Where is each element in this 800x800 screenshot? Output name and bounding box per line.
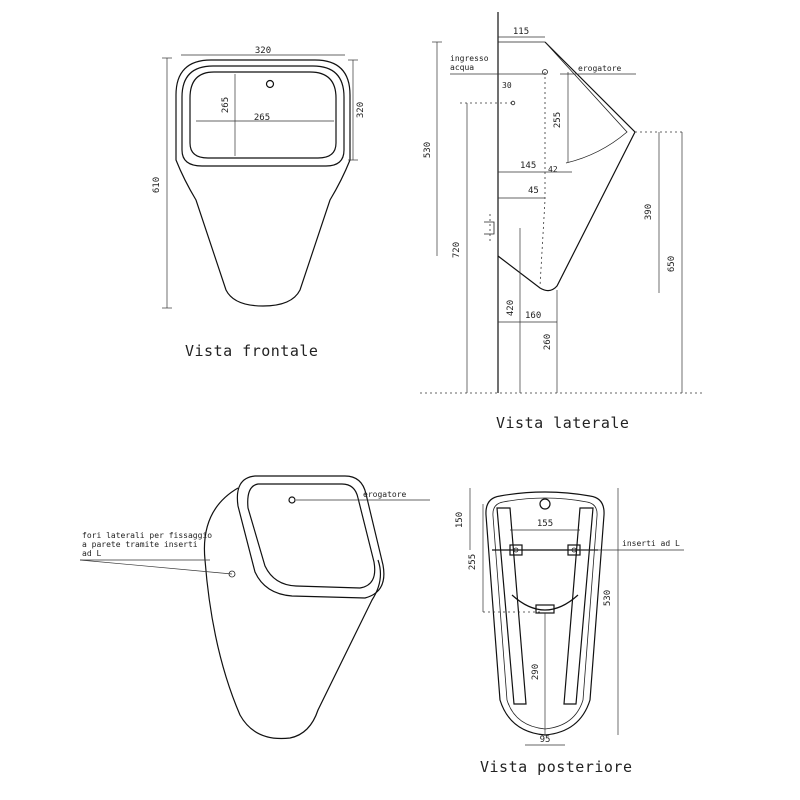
side-dim-650: 650: [667, 256, 677, 272]
persp-inlet-hole: [288, 496, 296, 504]
persp-holes-leader: [79, 559, 233, 575]
rear-inlet-hole: [539, 498, 551, 510]
front-dim-bowl-width: 265: [254, 113, 270, 123]
side-dim-depth-top: 115: [513, 27, 529, 37]
rear-insert-left-hole: [513, 547, 519, 553]
persp-rim-inner: [247, 483, 376, 589]
side-label-water-inlet-1: ingresso: [450, 54, 489, 63]
side-dim-260: 260: [543, 334, 553, 350]
rear-insert-left: [509, 544, 523, 556]
rear-label-inserts: inserti ad L: [622, 539, 680, 548]
front-inlet-hole: [265, 79, 275, 89]
rear-drain-curve: [511, 594, 579, 611]
persp-rim-outer: [236, 475, 385, 599]
rear-left-slot: [496, 507, 527, 705]
side-dim-145: 145: [520, 161, 536, 171]
rear-dim-290: 290: [531, 664, 541, 680]
rear-insert-right-hole: [571, 547, 577, 553]
side-dim-720: 720: [452, 242, 462, 258]
front-view-title: Vista frontale: [185, 342, 318, 360]
rear-outer-outline: [485, 491, 605, 736]
side-label-water-inlet-2: acqua: [450, 63, 474, 72]
side-view: 115 ingresso acqua erogatore 30 255 530 …: [420, 12, 705, 432]
side-dim-390: 390: [644, 204, 654, 220]
side-dim-bowl-depth: 255: [553, 112, 563, 128]
side-dim-30-point: [510, 100, 516, 106]
rear-inner-outline: [492, 497, 598, 730]
rear-view-title: Vista posteriore: [480, 758, 633, 776]
persp-label-holes-1: fori laterali per fissaggio: [82, 531, 212, 540]
front-rim: [181, 65, 345, 167]
persp-label-holes-2: a parete tramite inserti: [82, 540, 198, 549]
persp-label-dispenser: erogatore: [363, 490, 407, 499]
persp-body-outline: [203, 487, 382, 740]
rear-view: 155 150 255 530 290 95 inserti ad L Vist…: [455, 488, 684, 776]
front-outer-outline: [175, 59, 351, 307]
side-dim-420: 420: [506, 300, 516, 316]
rear-dim-530: 530: [603, 590, 613, 606]
perspective-view: erogatore fori laterali per fissaggio a …: [79, 475, 430, 740]
front-dim-total-height: 610: [152, 177, 162, 193]
side-profile-inner-hidden: [539, 72, 546, 287]
side-dim-45: 45: [528, 186, 539, 196]
rear-dim-150: 150: [455, 512, 465, 528]
front-dim-bowl-height: 265: [221, 97, 231, 113]
rear-dim-95: 95: [540, 735, 551, 745]
front-bowl: [189, 71, 337, 159]
persp-label-holes-3: ad L: [82, 549, 101, 558]
side-dim-small: 42: [548, 165, 558, 174]
rear-dim-155: 155: [537, 519, 553, 529]
side-bracket: [484, 221, 495, 235]
side-dim-inlet-offset: 30: [502, 81, 512, 90]
rear-right-slot: [563, 507, 594, 705]
side-inlet-point: [542, 69, 548, 75]
front-dim-rim-height: 320: [356, 102, 366, 118]
side-profile-outer: [497, 41, 636, 292]
side-dim-530: 530: [423, 142, 433, 158]
front-dim-width-top: 320: [255, 46, 271, 56]
front-view: 265 265 320 610 320 Vista frontale: [152, 46, 366, 360]
side-dim-160: 160: [525, 311, 541, 321]
rear-dim-255: 255: [468, 554, 478, 570]
side-profile-rim: [544, 41, 628, 164]
side-view-title: Vista laterale: [496, 414, 629, 432]
side-label-dispenser: erogatore: [578, 64, 622, 73]
